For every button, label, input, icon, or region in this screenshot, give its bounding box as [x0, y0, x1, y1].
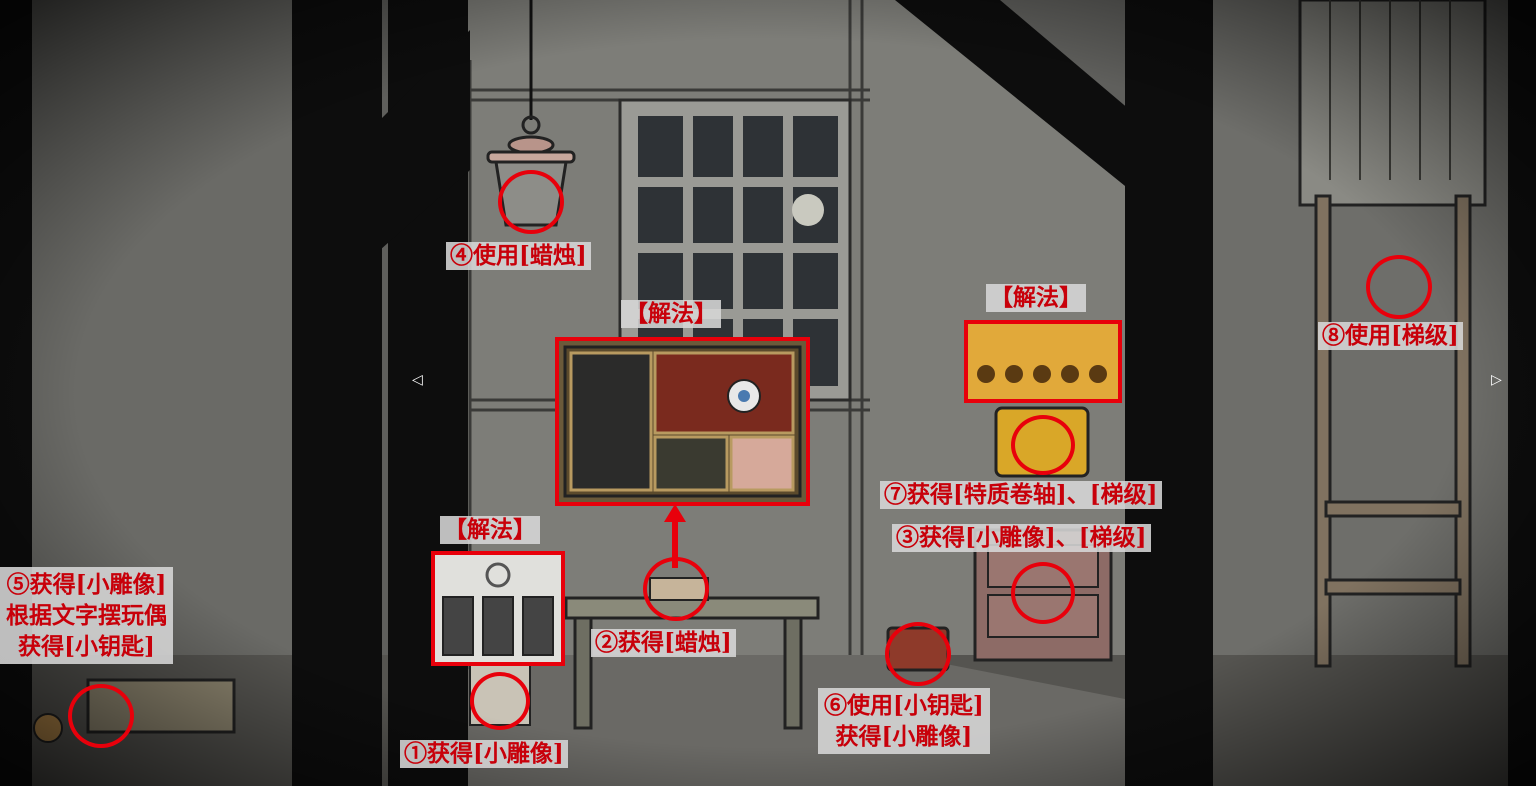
- step4-label: ④使用[蜡烛]: [446, 242, 591, 270]
- chest-puzzle-title: 【解法】: [986, 284, 1086, 312]
- step1-label: ①获得[小雕像]: [400, 740, 568, 768]
- nav-right-arrow[interactable]: ▷: [1491, 372, 1502, 388]
- box-puzzle-solution: [555, 337, 810, 506]
- briefcase-hotspot[interactable]: [885, 622, 951, 686]
- cardboard-box-hotspot[interactable]: [68, 684, 134, 748]
- step8-label: ⑧使用[梯级]: [1318, 322, 1463, 350]
- golden-chest-hotspot[interactable]: [1011, 415, 1075, 475]
- statue-pedestal-hotspot[interactable]: [470, 672, 530, 730]
- chest-puzzle-image: [977, 365, 1107, 383]
- statue-puzzle-image: [442, 562, 554, 656]
- statue-puzzle-title: 【解法】: [440, 516, 540, 544]
- step6-label: ⑥使用[小钥匙] 获得[小雕像]: [818, 688, 990, 754]
- nav-left-arrow[interactable]: ◁: [412, 372, 423, 388]
- ladder-hotspot[interactable]: [1366, 255, 1432, 319]
- lantern-hotspot[interactable]: [498, 170, 564, 234]
- step2-label: ②获得[蜡烛]: [591, 629, 736, 657]
- up-arrow-icon: [664, 504, 686, 568]
- step5-label: ⑤获得[小雕像] 根据文字摆玩偶 获得[小钥匙]: [0, 567, 173, 664]
- chest-puzzle-solution: [964, 320, 1122, 403]
- statue-puzzle-solution: [431, 551, 565, 666]
- candle-box-hotspot[interactable]: [643, 557, 709, 621]
- step7-label: ⑦获得[特质卷轴]、[梯级]: [880, 481, 1162, 509]
- box-puzzle-image: [563, 345, 802, 498]
- step3-label: ③获得[小雕像]、[梯级]: [892, 524, 1151, 552]
- box-puzzle-title: 【解法】: [621, 300, 721, 328]
- dresser-drawer-hotspot[interactable]: [1011, 562, 1075, 624]
